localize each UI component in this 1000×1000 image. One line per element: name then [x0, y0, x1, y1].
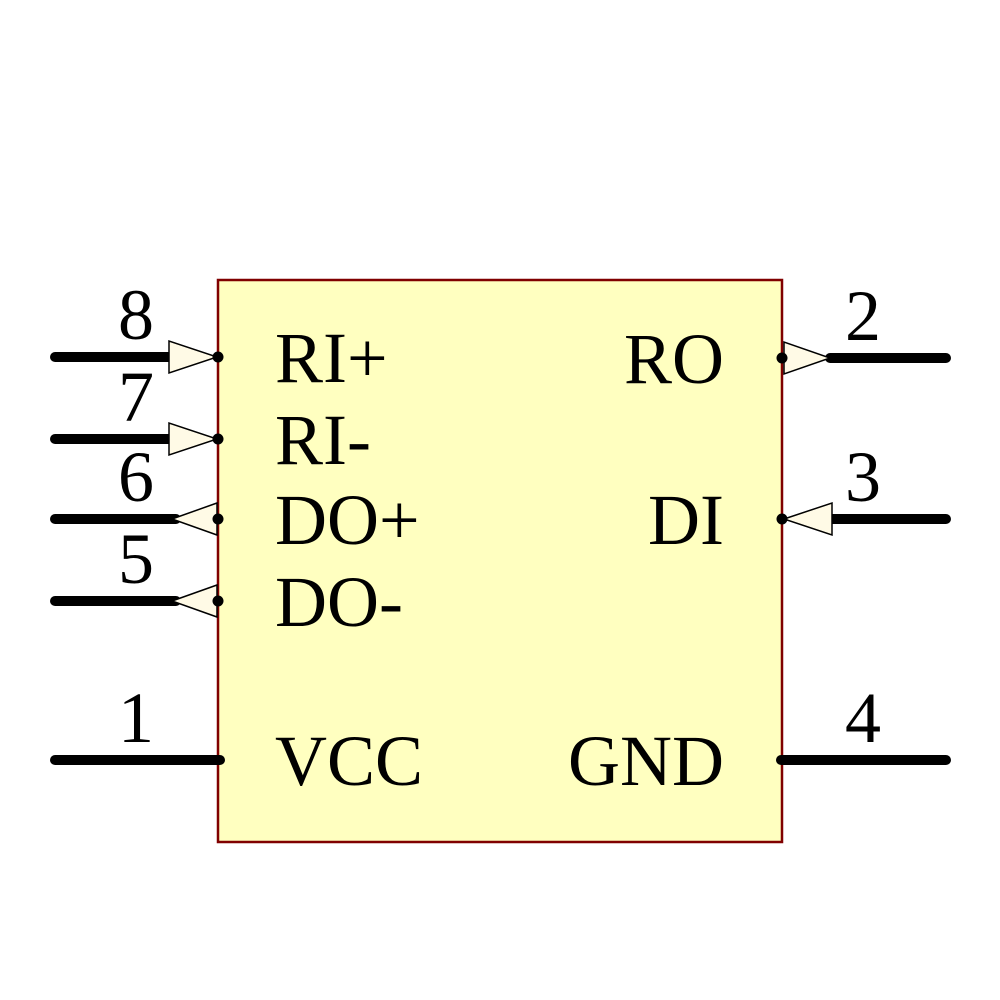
pin-2-connection-dot	[776, 352, 788, 364]
pin-8[interactable]: 8 RI+	[50, 275, 388, 398]
pin-7-input-arrow-icon	[168, 421, 220, 457]
pin-4[interactable]: 4 GND	[568, 678, 951, 801]
pin-2-output-arrow-icon	[783, 340, 833, 376]
pin-3-input-arrow-icon	[781, 501, 833, 537]
ic-body[interactable]	[216, 278, 784, 844]
pin-5-number: 5	[118, 519, 154, 599]
pin-6[interactable]: 6 DO+	[50, 437, 420, 560]
pin-5-label: DO-	[275, 562, 403, 642]
pin-3-connection-dot	[776, 513, 788, 525]
pin-4-number: 4	[845, 678, 881, 758]
pin-1-label: VCC	[275, 721, 423, 801]
pin-6-label: DO+	[275, 480, 420, 560]
pin-2-label: RO	[624, 319, 724, 399]
pin-1[interactable]: 1 VCC	[50, 678, 423, 801]
pin-5-connection-dot	[212, 595, 224, 607]
pin-7-number: 7	[118, 357, 154, 437]
pin-6-number: 6	[118, 437, 154, 517]
pin-3-label: DI	[648, 480, 724, 560]
pin-3[interactable]: 3 DI	[648, 437, 951, 560]
pin-7[interactable]: 7 RI-	[50, 357, 371, 480]
pin-8-number: 8	[118, 275, 154, 355]
pin-7-label: RI-	[275, 400, 371, 480]
pin-6-connection-dot	[212, 513, 224, 525]
pin-1-number: 1	[118, 678, 154, 758]
pin-3-number: 3	[845, 437, 881, 517]
pin-5[interactable]: 5 DO-	[50, 519, 403, 642]
pin-8-label: RI+	[275, 318, 388, 398]
pin-8-connection-dot	[212, 351, 224, 363]
pin-6-output-arrow-icon	[169, 501, 218, 537]
pin-5-output-arrow-icon	[169, 583, 218, 619]
pin-2-number: 2	[845, 276, 881, 356]
pin-4-label: GND	[568, 721, 724, 801]
pin-2[interactable]: 2 RO	[624, 276, 951, 399]
pin-8-input-arrow-icon	[168, 339, 220, 375]
pin-7-connection-dot	[212, 433, 224, 445]
